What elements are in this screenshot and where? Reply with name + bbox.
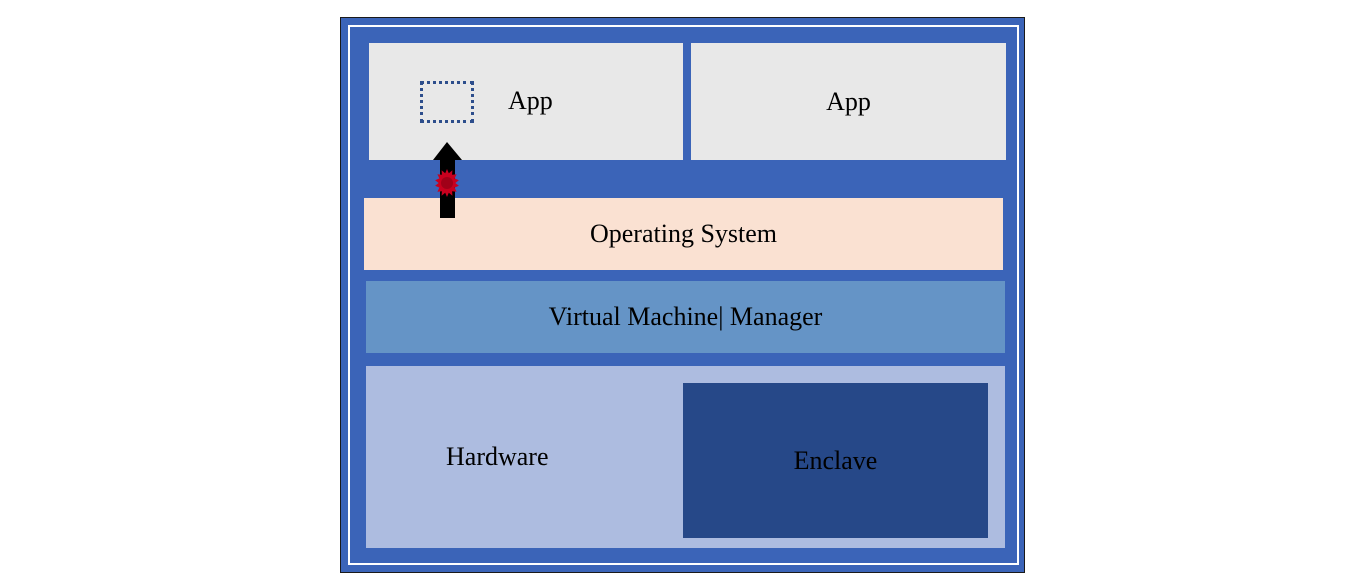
vmm-label: Virtual Machine| Manager xyxy=(548,302,823,331)
os-label: Operating System xyxy=(589,219,778,248)
enclave-label: Enclave xyxy=(793,445,878,475)
app-label-1: App xyxy=(508,86,553,115)
attack-burst-core xyxy=(441,177,453,189)
inner-frame-border xyxy=(348,25,1019,565)
operating-system-layer: Operating System xyxy=(364,198,1003,270)
enclave-box: Enclave xyxy=(683,383,988,538)
app-box-2: App xyxy=(691,43,1006,160)
hardware-label: Hardware xyxy=(446,442,549,471)
virtual-machine-manager-layer: Virtual Machine| Manager xyxy=(366,281,1005,353)
app-secret-region xyxy=(420,81,474,123)
app-label-2: App xyxy=(826,86,871,116)
